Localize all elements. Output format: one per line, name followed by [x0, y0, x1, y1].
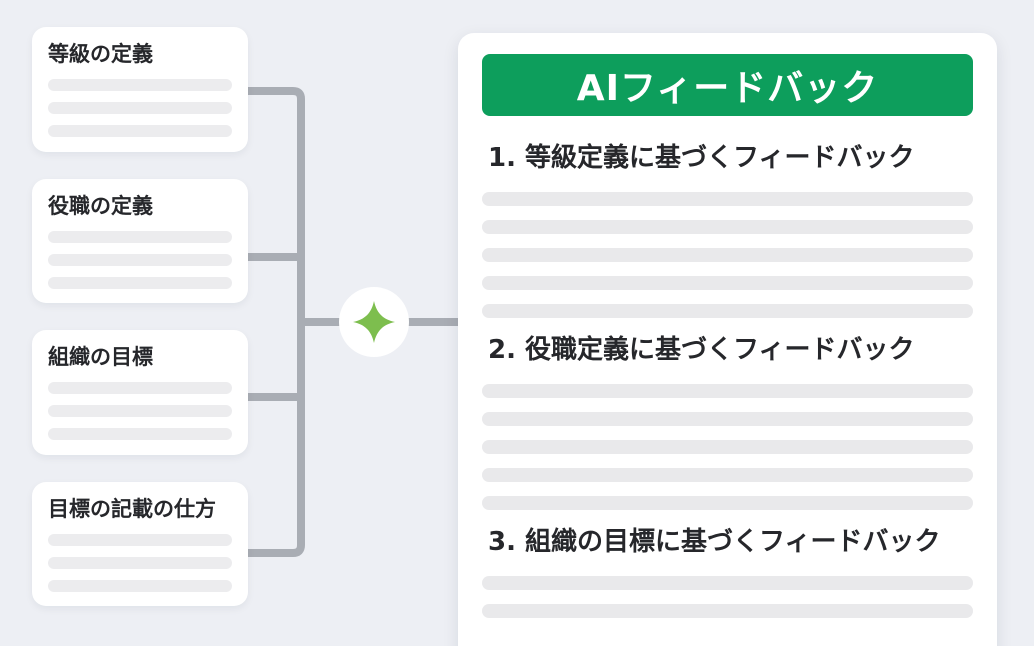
feedback-placeholder-lines — [482, 576, 973, 618]
skeleton-line — [482, 412, 973, 426]
skeleton-line — [482, 576, 973, 590]
input-card-title: 目標の記載の仕方 — [48, 497, 216, 521]
input-card-placeholder-lines — [48, 79, 232, 137]
skeleton-line — [48, 382, 232, 394]
input-card-title: 役職の定義 — [48, 194, 153, 218]
input-card: 目標の記載の仕方 — [32, 482, 248, 606]
skeleton-line — [482, 604, 973, 618]
skeleton-line — [48, 428, 232, 440]
feedback-placeholder-lines — [482, 384, 973, 510]
input-card: 組織の目標 — [32, 330, 248, 455]
skeleton-line — [482, 304, 973, 318]
feedback-section-heading: 3. 組織の目標に基づくフィードバック — [488, 527, 941, 557]
skeleton-line — [482, 468, 973, 482]
feedback-section-heading: 1. 等級定義に基づくフィードバック — [488, 143, 915, 173]
skeleton-line — [482, 192, 973, 206]
input-card: 等級の定義 — [32, 27, 248, 152]
input-card-list: 等級の定義 役職の定義 組織の目標 目標の記載の仕方 — [0, 0, 320, 646]
feedback-section: 1. 等級定義に基づくフィードバック — [482, 143, 973, 318]
skeleton-line — [48, 277, 232, 289]
skeleton-line — [48, 405, 232, 417]
skeleton-line — [48, 557, 232, 569]
skeleton-line — [482, 276, 973, 290]
skeleton-line — [48, 580, 232, 592]
ai-sparkle-icon — [353, 301, 395, 343]
input-card-placeholder-lines — [48, 382, 232, 440]
ai-feedback-banner: AIフィードバック — [482, 54, 973, 116]
ai-feedback-panel: AIフィードバック 1. 等級定義に基づくフィードバック 2. 役職定義に基づく… — [458, 33, 997, 646]
skeleton-line — [48, 125, 232, 137]
feedback-section-heading: 2. 役職定義に基づくフィードバック — [488, 335, 915, 365]
skeleton-line — [482, 384, 973, 398]
skeleton-line — [48, 534, 232, 546]
input-card-placeholder-lines — [48, 534, 232, 592]
input-card-title: 組織の目標 — [48, 345, 153, 369]
feedback-placeholder-lines — [482, 192, 973, 318]
input-card-placeholder-lines — [48, 231, 232, 289]
feedback-section: 2. 役職定義に基づくフィードバック — [482, 335, 973, 510]
skeleton-line — [48, 231, 232, 243]
skeleton-line — [482, 220, 973, 234]
skeleton-line — [482, 440, 973, 454]
skeleton-line — [48, 254, 232, 266]
skeleton-line — [482, 496, 973, 510]
feedback-section: 3. 組織の目標に基づくフィードバック — [482, 527, 973, 618]
feedback-section-list: 1. 等級定義に基づくフィードバック 2. 役職定義に基づくフィードバック 3.… — [482, 143, 973, 618]
skeleton-line — [48, 102, 232, 114]
skeleton-line — [48, 79, 232, 91]
input-card: 役職の定義 — [32, 179, 248, 303]
input-card-title: 等級の定義 — [48, 42, 153, 66]
skeleton-line — [482, 248, 973, 262]
